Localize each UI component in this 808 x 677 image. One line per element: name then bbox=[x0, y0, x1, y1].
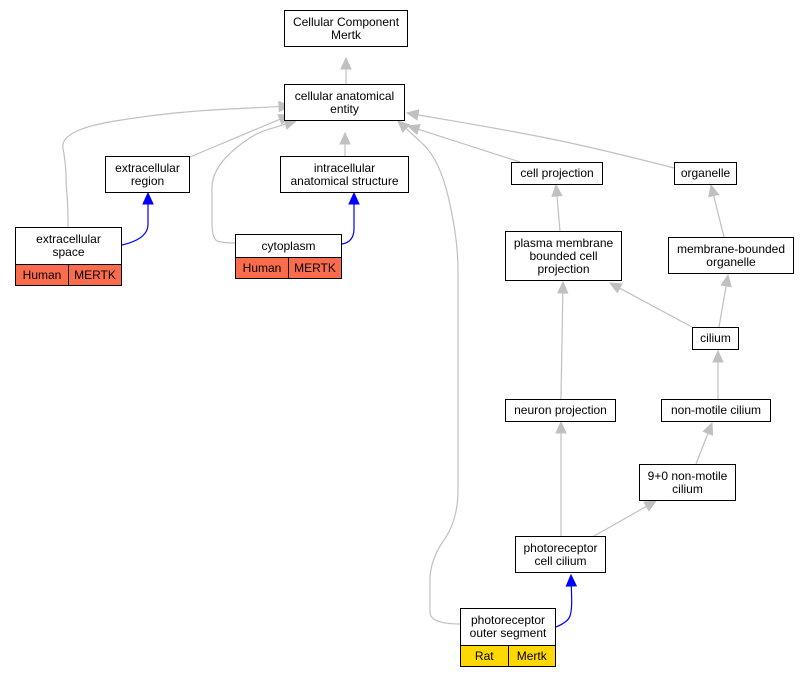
edge-line bbox=[189, 118, 281, 158]
edge-pcc-to-nmc90 bbox=[593, 500, 658, 537]
edge-line bbox=[619, 287, 693, 328]
edge-line bbox=[211, 123, 286, 244]
edge-line bbox=[417, 114, 675, 169]
edge-line bbox=[405, 128, 461, 625]
node-nmc[interactable]: non-motile cilium bbox=[661, 399, 771, 422]
node-label: organelle bbox=[680, 166, 731, 180]
node-label: neuron projection bbox=[514, 403, 607, 417]
node-label: cell projection bbox=[520, 166, 594, 180]
edge-pcc-to-np bbox=[555, 420, 567, 536]
arrowhead bbox=[565, 573, 578, 587]
gene-tag: Mertk bbox=[507, 646, 555, 666]
edge-line bbox=[121, 204, 149, 246]
arrowhead bbox=[557, 280, 569, 294]
arrowhead bbox=[405, 109, 420, 121]
edge-line bbox=[62, 105, 280, 228]
gene-tag: MERTK bbox=[288, 258, 341, 278]
arrowhead bbox=[555, 420, 567, 434]
gene-tag: MERTK bbox=[68, 265, 121, 285]
arrowhead bbox=[708, 183, 720, 198]
edge-line bbox=[593, 505, 647, 537]
edge-line bbox=[341, 204, 355, 245]
edge-pos-to-pcc bbox=[555, 573, 578, 628]
species-tag: Human bbox=[16, 265, 68, 285]
edge-cyto-to-ias bbox=[341, 191, 360, 245]
arrowhead bbox=[608, 282, 623, 294]
edge-line bbox=[713, 195, 725, 238]
edge-cil-to-pmbcp bbox=[608, 282, 693, 328]
node-cp[interactable]: cell projection bbox=[511, 162, 603, 185]
node-org[interactable]: organelle bbox=[674, 162, 737, 185]
edge-line bbox=[555, 585, 573, 628]
arrowhead bbox=[720, 273, 732, 288]
arrowhead bbox=[406, 124, 421, 136]
arrowhead bbox=[142, 191, 154, 205]
arrowhead bbox=[702, 421, 714, 436]
arrowhead bbox=[397, 120, 411, 134]
node-np[interactable]: neuron projection bbox=[505, 399, 616, 422]
arrowhead bbox=[551, 183, 563, 197]
edge-pmbcp-to-cp bbox=[551, 183, 563, 232]
edge-np-to-pmbcp bbox=[557, 280, 569, 400]
edge-line bbox=[556, 195, 561, 232]
edge-cil-to-mbo bbox=[718, 273, 732, 328]
node-label: cytoplasm bbox=[261, 238, 316, 253]
arrowhead bbox=[348, 191, 360, 205]
edge-cp-to-cae bbox=[406, 124, 521, 163]
edge-pos-to-cae bbox=[397, 120, 461, 625]
arrowhead bbox=[340, 56, 352, 70]
species-tag: Rat bbox=[461, 646, 508, 666]
edge-er-to-cae bbox=[189, 114, 292, 158]
edge-line bbox=[418, 128, 521, 163]
node-label: cilium bbox=[700, 331, 731, 345]
edge-nmc90-to-nmc bbox=[695, 421, 714, 465]
edge-line bbox=[560, 292, 564, 400]
edge-ias-to-cae bbox=[339, 131, 351, 156]
edge-es-to-er bbox=[121, 191, 154, 246]
edge-cae-to-cc bbox=[340, 56, 352, 84]
arrowhead bbox=[643, 500, 658, 512]
edge-nmc-to-cil bbox=[712, 349, 724, 399]
edge-org-to-cae bbox=[405, 109, 675, 169]
edge-line bbox=[695, 433, 709, 465]
arrowhead bbox=[712, 349, 724, 363]
species-tag: Human bbox=[236, 258, 288, 278]
arrowhead bbox=[339, 131, 351, 145]
edge-mbo-to-org bbox=[708, 183, 725, 238]
edge-line bbox=[718, 285, 727, 328]
node-cil[interactable]: cilium bbox=[692, 327, 739, 350]
node-label: non-motile cilium bbox=[670, 403, 762, 417]
